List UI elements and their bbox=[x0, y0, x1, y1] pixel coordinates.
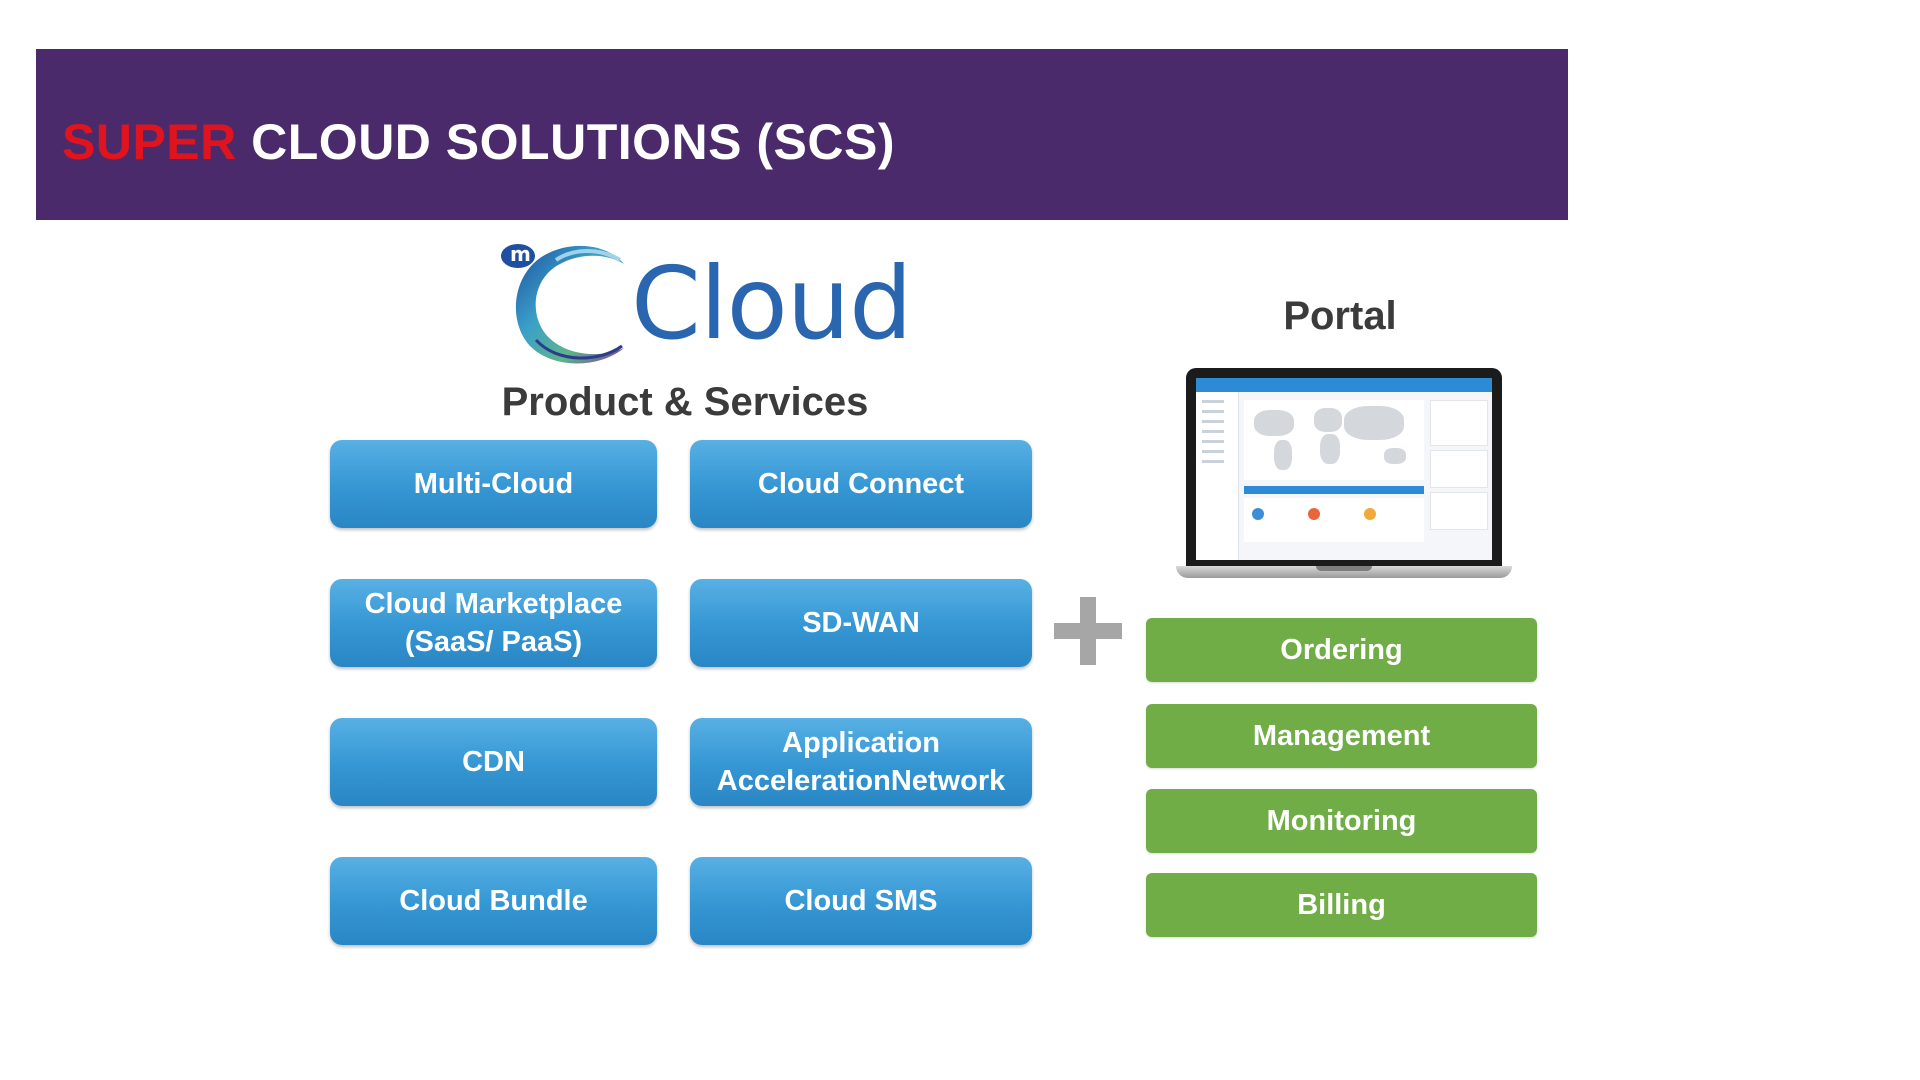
laptop-icon bbox=[1176, 368, 1512, 588]
laptop-screen-frame bbox=[1186, 368, 1502, 568]
mcloud-logo: m Cloud bbox=[496, 236, 913, 370]
title-accent: SUPER bbox=[62, 114, 237, 170]
title-banner: SUPER CLOUD SOLUTIONS (SCS) bbox=[36, 49, 1568, 220]
title-text: CLOUD SOLUTIONS (SCS) bbox=[236, 114, 895, 170]
swirl-c-icon bbox=[501, 244, 624, 364]
button-label: Cloud Connect bbox=[757, 468, 965, 500]
portal-stats bbox=[1244, 498, 1424, 542]
portal-title: Portal bbox=[1283, 294, 1397, 338]
laptop-base bbox=[1176, 566, 1512, 578]
logo-wordmark: Cloud bbox=[631, 245, 913, 362]
button-label: Management bbox=[1252, 719, 1431, 752]
portal-side-panel bbox=[1430, 492, 1488, 530]
button-label: Cloud SMS bbox=[784, 885, 938, 917]
world-map-icon bbox=[1244, 400, 1424, 480]
plus-icon bbox=[1054, 597, 1122, 665]
button-label: Cloud Marketplace (SaaS/ PaaS) bbox=[364, 588, 623, 658]
cloud-bundle-button[interactable]: Cloud Bundle bbox=[330, 857, 657, 945]
button-label: Multi-Cloud bbox=[413, 468, 574, 500]
billing-button[interactable]: Billing bbox=[1146, 873, 1537, 937]
portal-sidebar bbox=[1196, 392, 1239, 560]
page-title: SUPER CLOUD SOLUTIONS (SCS) bbox=[62, 113, 895, 171]
button-label: SD-WAN bbox=[802, 607, 920, 639]
application-acceleration-network-button[interactable]: Application AccelerationNetwork bbox=[690, 718, 1032, 806]
portal-side-panel bbox=[1430, 450, 1488, 488]
laptop-notch bbox=[1316, 566, 1372, 571]
button-label: Application AccelerationNetwork bbox=[716, 727, 1006, 797]
multi-cloud-button[interactable]: Multi-Cloud bbox=[330, 440, 657, 528]
logo-prefix: m bbox=[510, 242, 531, 266]
portal-screenshot bbox=[1196, 378, 1492, 560]
portal-side-panel bbox=[1430, 400, 1488, 446]
ordering-button[interactable]: Ordering bbox=[1146, 618, 1537, 682]
button-label: CDN bbox=[462, 746, 525, 778]
button-label: Cloud Bundle bbox=[399, 885, 588, 917]
button-label: Ordering bbox=[1280, 633, 1403, 666]
cloud-sms-button[interactable]: Cloud SMS bbox=[690, 857, 1032, 945]
button-label: Billing bbox=[1297, 888, 1386, 921]
cloud-marketplace-button[interactable]: Cloud Marketplace (SaaS/ PaaS) bbox=[330, 579, 657, 667]
cdn-button[interactable]: CDN bbox=[330, 718, 657, 806]
management-button[interactable]: Management bbox=[1146, 704, 1537, 768]
sd-wan-button[interactable]: SD-WAN bbox=[690, 579, 1032, 667]
cloud-connect-button[interactable]: Cloud Connect bbox=[690, 440, 1032, 528]
portal-tab-bar bbox=[1244, 486, 1424, 494]
products-title: Product & Services bbox=[501, 380, 869, 424]
portal-topbar bbox=[1196, 378, 1492, 392]
monitoring-button[interactable]: Monitoring bbox=[1146, 789, 1537, 853]
button-label: Monitoring bbox=[1266, 804, 1417, 837]
